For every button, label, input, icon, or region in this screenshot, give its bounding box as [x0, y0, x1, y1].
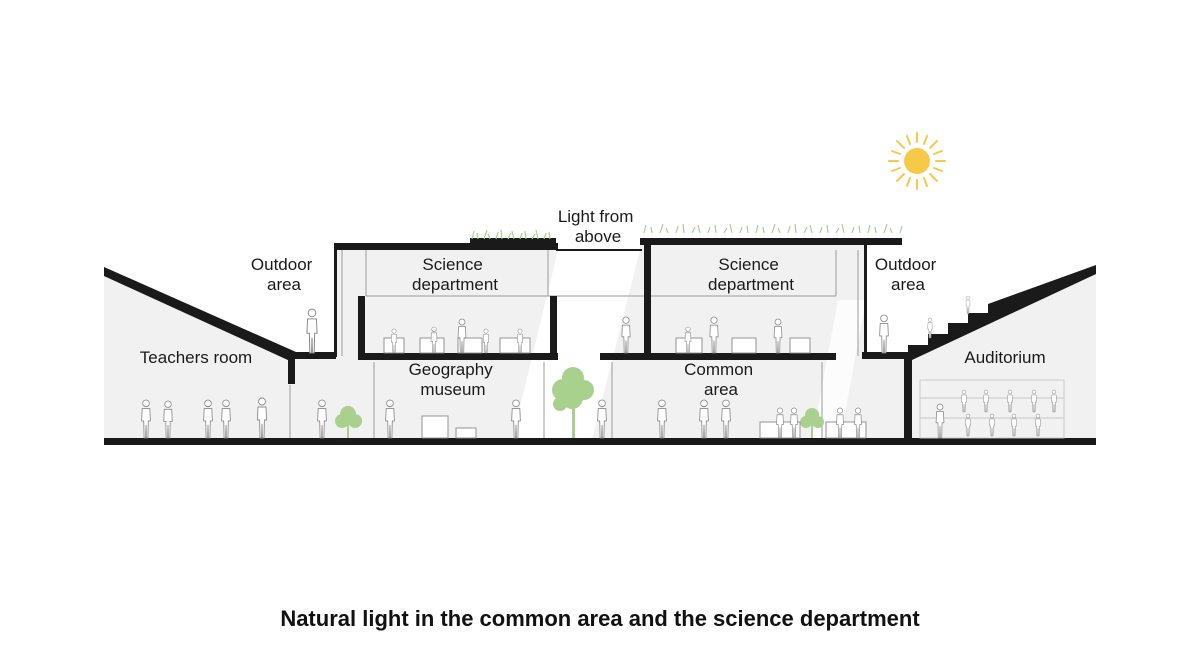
person-icon	[983, 389, 989, 413]
upper-floor-right	[600, 353, 836, 360]
label-teachers-room: Teachers room	[140, 348, 252, 367]
person-icon	[989, 413, 995, 437]
person-icon	[1031, 389, 1037, 413]
person-icon	[773, 318, 783, 354]
upper-floor-left	[358, 353, 558, 360]
top-roof-left	[334, 243, 558, 250]
outdoor-right-slab	[862, 352, 910, 359]
glazing	[289, 250, 859, 440]
person-icon	[511, 399, 521, 439]
label-outdoor-left: Outdoor area	[251, 255, 317, 294]
person-icon	[385, 399, 395, 439]
person-icon	[1011, 413, 1017, 437]
person-icon	[854, 407, 862, 439]
person-icon	[457, 318, 467, 354]
person-icon	[935, 403, 945, 439]
person-icon	[203, 399, 213, 439]
people	[141, 295, 1057, 439]
person-icon	[621, 316, 631, 354]
label-common-area: Common area	[684, 360, 758, 399]
left-roof	[104, 267, 296, 361]
person-icon	[221, 399, 231, 439]
person-icon	[1035, 413, 1041, 437]
person-icon	[256, 397, 268, 439]
sun-icon	[888, 132, 946, 190]
auditorium-wall	[904, 352, 912, 440]
ground-slab	[104, 438, 1096, 445]
person-icon	[699, 399, 709, 439]
person-icon	[657, 399, 667, 439]
person-icon	[1007, 389, 1013, 413]
person-icon	[965, 413, 971, 437]
grass-icon	[471, 223, 903, 240]
top-roof-right	[640, 238, 902, 245]
person-icon	[516, 328, 524, 354]
person-icon	[790, 407, 798, 439]
person-icon	[836, 407, 844, 439]
person-icon	[317, 399, 327, 439]
label-outdoor-right: Outdoor area	[875, 255, 941, 294]
person-icon	[965, 295, 971, 315]
label-light-from-above: Light from above	[558, 207, 638, 246]
label-geography-museum: Geography museum	[409, 360, 498, 399]
person-icon	[163, 400, 173, 439]
person-icon	[430, 326, 438, 354]
structure-walls	[104, 238, 1096, 445]
person-icon	[684, 326, 692, 354]
label-science-left: Science department	[412, 255, 498, 294]
label-science-right: Science department	[708, 255, 794, 294]
caption: Natural light in the common area and the…	[280, 606, 920, 631]
person-icon	[709, 316, 719, 354]
person-icon	[776, 407, 784, 439]
auditorium-stairs	[908, 265, 1096, 360]
person-icon	[927, 317, 933, 339]
person-icon	[879, 314, 889, 354]
person-icon	[721, 399, 731, 439]
person-icon	[1051, 389, 1057, 413]
outdoor-left-slab	[288, 352, 336, 359]
person-icon	[482, 328, 490, 354]
person-icon	[390, 328, 398, 354]
person-icon	[597, 399, 607, 439]
person-icon	[961, 389, 967, 413]
tree-icon	[335, 367, 824, 438]
person-icon	[306, 308, 318, 354]
person-icon	[141, 399, 151, 439]
label-auditorium: Auditorium	[964, 348, 1045, 367]
